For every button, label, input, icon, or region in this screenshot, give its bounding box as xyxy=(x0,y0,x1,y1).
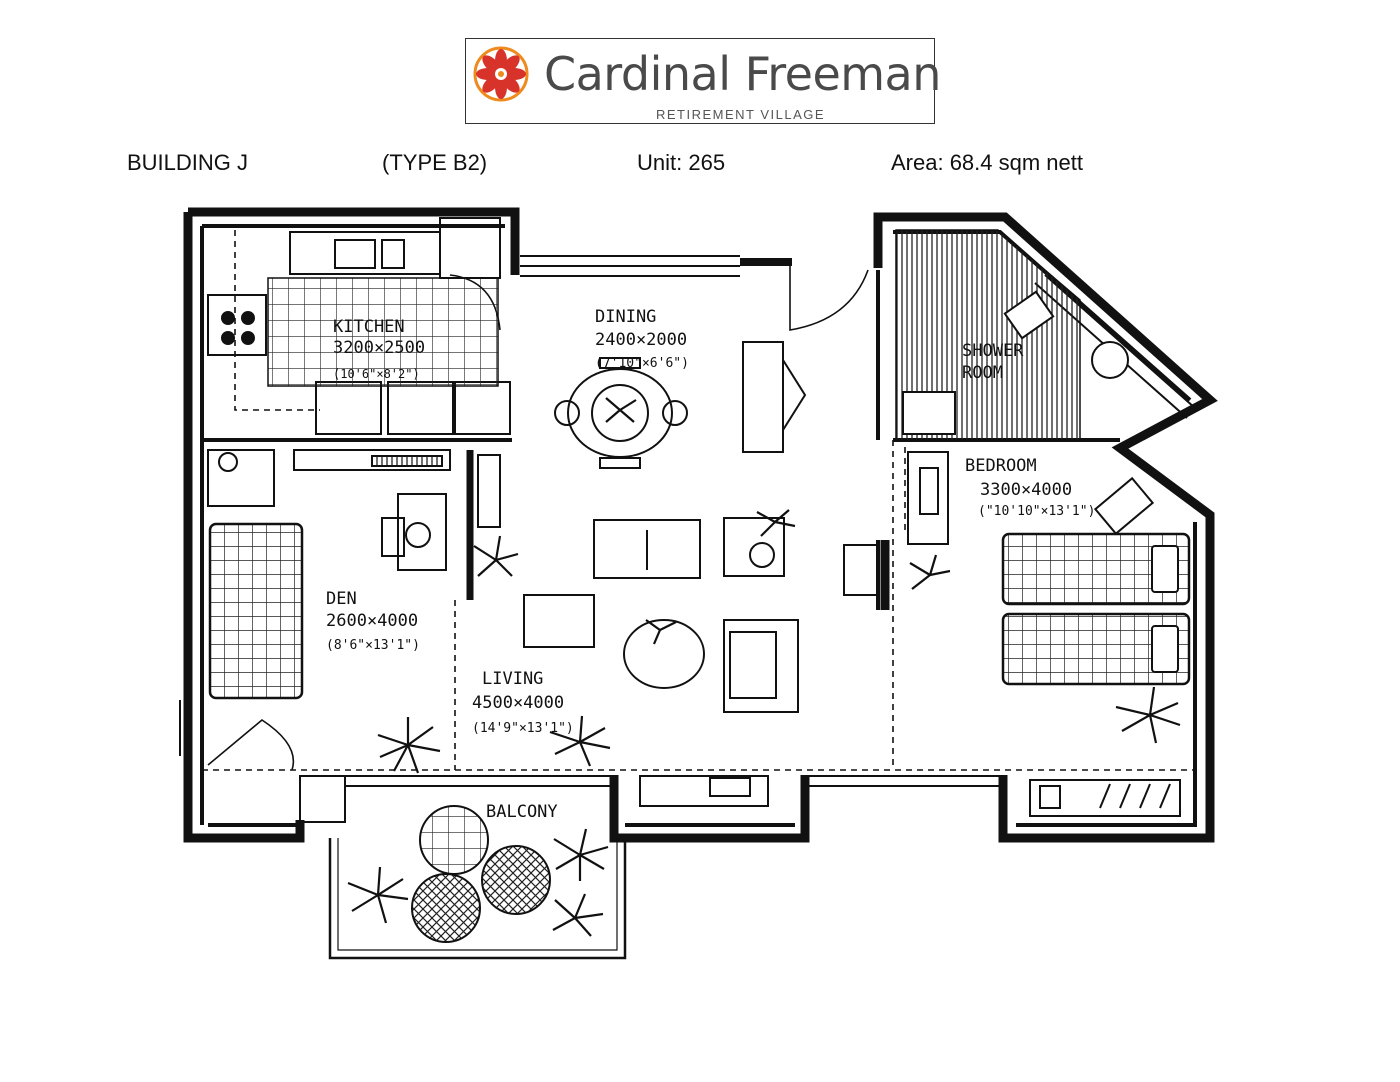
shower-name-line2: ROOM xyxy=(962,363,1003,383)
building-label: BUILDING J xyxy=(127,150,249,175)
brand-tagline: RETIREMENT VILLAGE xyxy=(656,107,826,122)
type-label: (TYPE B2) xyxy=(382,150,488,175)
den-metric: 2600×4000 xyxy=(326,611,418,631)
den-name: DEN xyxy=(326,589,357,609)
outer-walls xyxy=(183,207,1218,843)
area-label: Area: 68.4 sqm nett xyxy=(891,150,1083,175)
bedroom-metric: 3300×4000 xyxy=(980,480,1072,500)
unit-label: Unit: 265 xyxy=(637,150,726,175)
plant-icon xyxy=(347,397,1181,937)
brand-name: Cardinal Freeman xyxy=(544,47,941,101)
flower-emblem-icon xyxy=(473,46,529,102)
balcony-name: BALCONY xyxy=(486,802,558,822)
living-metric: 4500×4000 xyxy=(472,693,564,713)
dining-imperial: (7'10"×6'6") xyxy=(595,356,689,371)
logo: Cardinal Freeman RETIREMENT VILLAGE xyxy=(465,38,941,124)
living-name: LIVING xyxy=(482,669,543,689)
kitchen-name: KITCHEN xyxy=(333,317,405,337)
den-imperial: (8'6"×13'1") xyxy=(326,638,420,653)
kitchen-metric: 3200×2500 xyxy=(333,338,425,358)
dining-metric: 2400×2000 xyxy=(595,330,687,350)
dining-name: DINING xyxy=(595,307,656,327)
living-imperial: (14'9"×13'1") xyxy=(472,721,574,736)
kitchen-imperial: (10'6"×8'2") xyxy=(333,367,420,381)
bedroom-imperial: ("10'10"×13'1") xyxy=(978,504,1095,519)
shower-name: SHOWER xyxy=(962,341,1024,361)
bedroom-name: BEDROOM xyxy=(965,456,1037,476)
